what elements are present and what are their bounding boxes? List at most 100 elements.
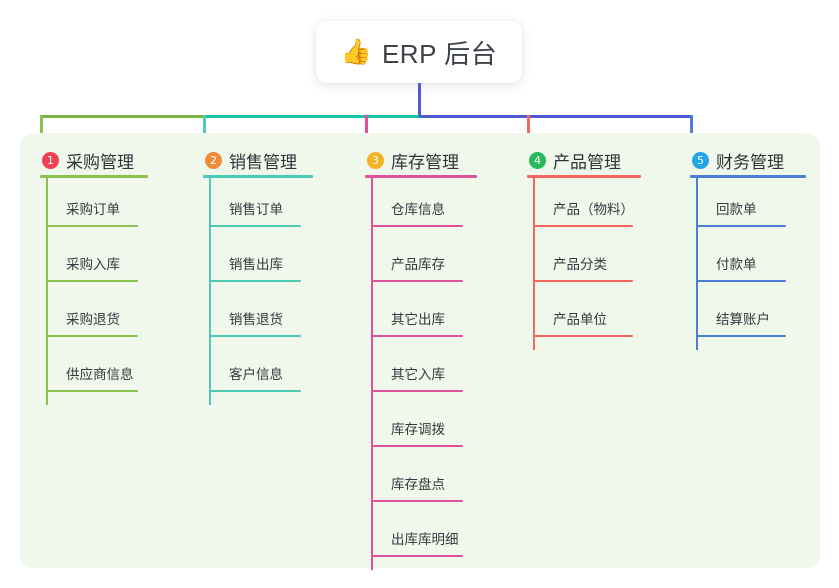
leaf-node[interactable]: 结算账户 [696, 291, 786, 337]
leaf-node[interactable]: 仓库信息 [371, 181, 463, 227]
branch-title-5: 财务管理 [716, 152, 784, 172]
leaf-rule [46, 225, 138, 227]
leaf-label: 客户信息 [229, 367, 283, 382]
branch-rule-4 [527, 175, 641, 178]
leaf-rule [46, 335, 138, 337]
leaf-label: 产品单位 [553, 312, 607, 327]
root-node[interactable]: 👍 ERP 后台 [316, 21, 522, 83]
leaf-node[interactable]: 采购入库 [46, 236, 138, 282]
bus-segment-mid [203, 115, 419, 118]
leaf-rule [371, 225, 463, 227]
leaf-node[interactable]: 库存调拨 [371, 401, 463, 447]
branch-column-1: 1 采购管理采购订单采购入库采购退货供应商信息 [40, 133, 148, 405]
leaf-rule [209, 335, 301, 337]
leaf-label: 产品库存 [391, 257, 445, 272]
leaf-label: 仓库信息 [391, 202, 445, 217]
branch-rule-1 [40, 175, 148, 178]
leaf-label: 销售订单 [229, 202, 283, 217]
leaf-node[interactable]: 付款单 [696, 236, 786, 282]
leaf-rule [209, 390, 301, 392]
leaf-rule [696, 280, 786, 282]
leaf-node[interactable]: 采购订单 [46, 181, 138, 227]
branch-rule-5 [690, 175, 806, 178]
branch-badge-2: 2 [205, 151, 222, 169]
leaf-label: 库存调拨 [391, 422, 445, 437]
branch-badge-1: 1 [42, 151, 59, 169]
branch-rule-3 [365, 175, 477, 178]
leaf-rule [371, 445, 463, 447]
leaf-node[interactable]: 采购退货 [46, 291, 138, 337]
leaf-rule [533, 335, 633, 337]
leaf-rule [696, 225, 786, 227]
branch-badge-5: 5 [692, 151, 709, 169]
branch-spine-2 [209, 175, 211, 405]
leaf-node[interactable]: 销售出库 [209, 236, 301, 282]
leaf-rule [46, 390, 138, 392]
leaf-label: 产品（物料） [553, 202, 634, 217]
drop-line-4 [527, 115, 530, 148]
leaf-label: 销售退货 [229, 312, 283, 327]
leaf-label: 库存盘点 [391, 477, 445, 492]
leaf-node[interactable]: 其它入库 [371, 346, 463, 392]
leaf-rule [371, 390, 463, 392]
branch-spine-1 [46, 175, 48, 405]
leaf-node[interactable]: 产品分类 [533, 236, 633, 282]
leaf-rule [371, 500, 463, 502]
branch-header-2[interactable]: 2 销售管理 [203, 145, 297, 175]
leaf-node[interactable]: 供应商信息 [46, 346, 138, 392]
drop-line-3 [365, 115, 368, 148]
branch-badge-4: 4 [529, 151, 546, 169]
branch-column-2: 2 销售管理销售订单销售出库销售退货客户信息 [203, 133, 313, 405]
bus-segment-right [419, 115, 693, 118]
leaf-node[interactable]: 出库库明细 [371, 511, 463, 557]
leaf-node[interactable]: 回款单 [696, 181, 786, 227]
leaf-rule [533, 225, 633, 227]
branch-header-5[interactable]: 5 财务管理 [690, 145, 784, 175]
leaf-label: 采购入库 [66, 257, 120, 272]
leaf-rule [533, 280, 633, 282]
root-node-title: ERP 后台 [381, 38, 498, 69]
leaf-node[interactable]: 销售退货 [209, 291, 301, 337]
thumbs-up-icon: 👍 [340, 37, 372, 66]
leaf-label: 产品分类 [553, 257, 607, 272]
drop-line-5 [690, 115, 693, 148]
leaf-label: 付款单 [716, 257, 757, 272]
leaf-label: 出库库明细 [391, 532, 459, 547]
leaf-label: 其它入库 [391, 367, 445, 382]
branch-header-1[interactable]: 1 采购管理 [40, 145, 134, 175]
bus-segment-left [40, 115, 203, 118]
branch-header-4[interactable]: 4 产品管理 [527, 145, 621, 175]
branch-column-4: 4 产品管理产品（物料） 产品分类产品单位 [527, 133, 641, 350]
leaf-node[interactable]: 销售订单 [209, 181, 301, 227]
leaf-rule [371, 555, 463, 557]
leaf-label: 销售出库 [229, 257, 283, 272]
branch-spine-5 [696, 175, 698, 350]
leaf-label: 供应商信息 [66, 367, 134, 382]
branch-spine-4 [533, 175, 535, 350]
branch-title-3: 库存管理 [391, 152, 459, 172]
leaf-rule [371, 335, 463, 337]
drop-line-1 [40, 115, 43, 148]
branch-title-4: 产品管理 [553, 152, 621, 172]
trunk-line [417, 83, 421, 118]
branch-panel: 1 采购管理采购订单采购入库采购退货供应商信息 2 销售管理销售订单销售出库销售退货客… [20, 133, 820, 570]
leaf-node[interactable]: 库存盘点 [371, 456, 463, 502]
branch-title-1: 采购管理 [66, 152, 134, 172]
leaf-node[interactable]: 产品（物料） [533, 181, 634, 227]
leaf-label: 采购退货 [66, 312, 120, 327]
leaf-node[interactable]: 产品单位 [533, 291, 633, 337]
leaf-node[interactable]: 客户信息 [209, 346, 301, 392]
drop-line-2 [203, 115, 206, 148]
leaf-node[interactable]: 其它出库 [371, 291, 463, 337]
leaf-label: 其它出库 [391, 312, 445, 327]
branch-title-2: 销售管理 [229, 152, 297, 172]
leaf-rule [696, 335, 786, 337]
leaf-node[interactable]: 产品库存 [371, 236, 463, 282]
branch-spine-3 [371, 175, 373, 570]
leaf-label: 结算账户 [716, 312, 770, 327]
leaf-rule [209, 225, 301, 227]
branch-rule-2 [203, 175, 313, 178]
